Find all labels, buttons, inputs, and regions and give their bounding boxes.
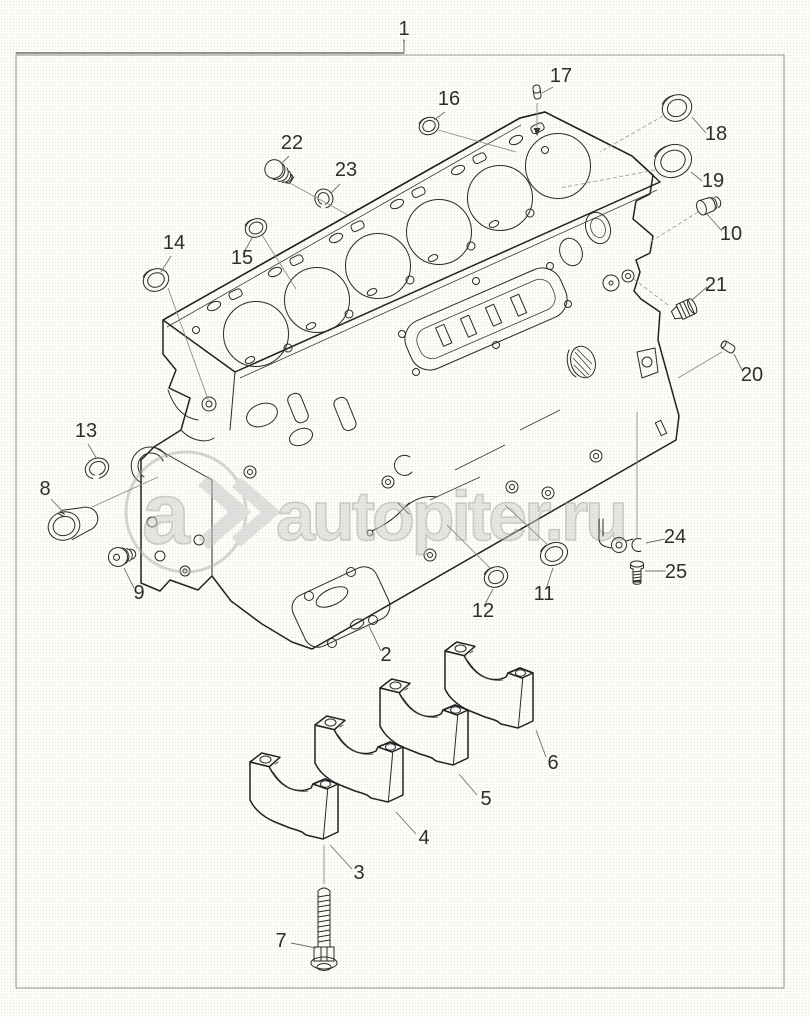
snap-ring-23 <box>314 188 334 209</box>
engine-block <box>130 111 680 650</box>
callout-23[interactable]: 23 <box>335 159 357 181</box>
cylinder-bore <box>525 133 591 199</box>
dowel-pin-20 <box>720 340 736 354</box>
callout-20[interactable]: 20 <box>741 364 763 386</box>
ring-13 <box>84 457 110 479</box>
cup-plug-15 <box>244 218 268 238</box>
cup-plug-12 <box>483 566 509 588</box>
callout-1[interactable]: 1 <box>398 18 409 40</box>
watermark-text: autopiter.ru <box>276 477 625 555</box>
callout-5[interactable]: 5 <box>480 788 491 810</box>
main-bearing-bolt-7 <box>310 887 338 971</box>
bearing-cap-6 <box>444 641 534 729</box>
head-gasket-surface <box>162 111 661 379</box>
screw-plug-9 <box>108 547 137 567</box>
callout-9[interactable]: 9 <box>133 582 144 604</box>
callout-6[interactable]: 6 <box>547 752 558 774</box>
cup-plug-16 <box>418 116 440 136</box>
callout-line-1 <box>15 39 405 54</box>
callout-11[interactable]: 11 <box>534 583 555 605</box>
hex-plug-21 <box>670 298 698 320</box>
oil-pipe <box>366 454 438 537</box>
callout-10[interactable]: 10 <box>720 223 742 245</box>
callout-8[interactable]: 8 <box>39 478 50 500</box>
callout-15[interactable]: 15 <box>231 247 253 269</box>
callout-22[interactable]: 22 <box>281 132 303 154</box>
side-cover-plate <box>398 262 572 376</box>
callout-18[interactable]: 18 <box>705 123 727 145</box>
callout-12[interactable]: 12 <box>472 600 494 622</box>
block-silhouette <box>140 111 680 650</box>
bottom-flange <box>291 566 391 648</box>
bolt-25 <box>630 560 644 585</box>
screw-plug-22 <box>264 159 295 184</box>
cylinder-bore <box>345 233 411 299</box>
callout-labels: 1 2 3 4 5 6 7 8 9 10 11 12 13 14 15 16 1… <box>39 18 763 952</box>
cup-plug-18 <box>661 94 693 122</box>
cylinder-bore <box>223 301 289 367</box>
bearing-cap-3 <box>249 752 339 840</box>
callout-21[interactable]: 21 <box>705 274 727 296</box>
watermark-logo-letter: a <box>142 466 191 562</box>
watermark-chevrons-icon <box>198 474 281 550</box>
gasket-holes <box>192 122 549 364</box>
watermark: a autopiter.ru <box>124 450 629 574</box>
frame-border <box>15 54 785 989</box>
arrow-head-17 <box>533 128 541 136</box>
cup-plug-11 <box>539 541 569 567</box>
cylinder-bore <box>406 199 472 265</box>
callout-17[interactable]: 17 <box>550 65 572 87</box>
callout-19[interactable]: 19 <box>702 170 724 192</box>
callout-3[interactable]: 3 <box>353 862 364 884</box>
callout-4[interactable]: 4 <box>418 827 429 849</box>
small-bracket <box>636 347 659 379</box>
oil-jet-24 <box>598 518 642 553</box>
cylinder-bore <box>284 267 350 333</box>
cup-plug-19 <box>653 143 693 179</box>
callout-16[interactable]: 16 <box>438 88 460 110</box>
hatched-seal-bore <box>566 345 596 379</box>
pointer-lines <box>50 42 744 949</box>
callout-24[interactable]: 24 <box>664 526 686 548</box>
callout-2[interactable]: 2 <box>380 644 391 666</box>
callout-7[interactable]: 7 <box>275 930 286 952</box>
callout-13[interactable]: 13 <box>75 420 97 442</box>
callout-25[interactable]: 25 <box>665 561 687 583</box>
threaded-plug-10 <box>696 196 722 216</box>
cylinder-bore <box>467 165 533 231</box>
bushing-8 <box>47 506 99 541</box>
dowel-pin-17 <box>532 84 542 100</box>
block-front-face <box>243 211 668 648</box>
bearing-caps <box>249 641 534 840</box>
cup-plug-14 <box>142 268 170 292</box>
callout-14[interactable]: 14 <box>163 232 185 254</box>
